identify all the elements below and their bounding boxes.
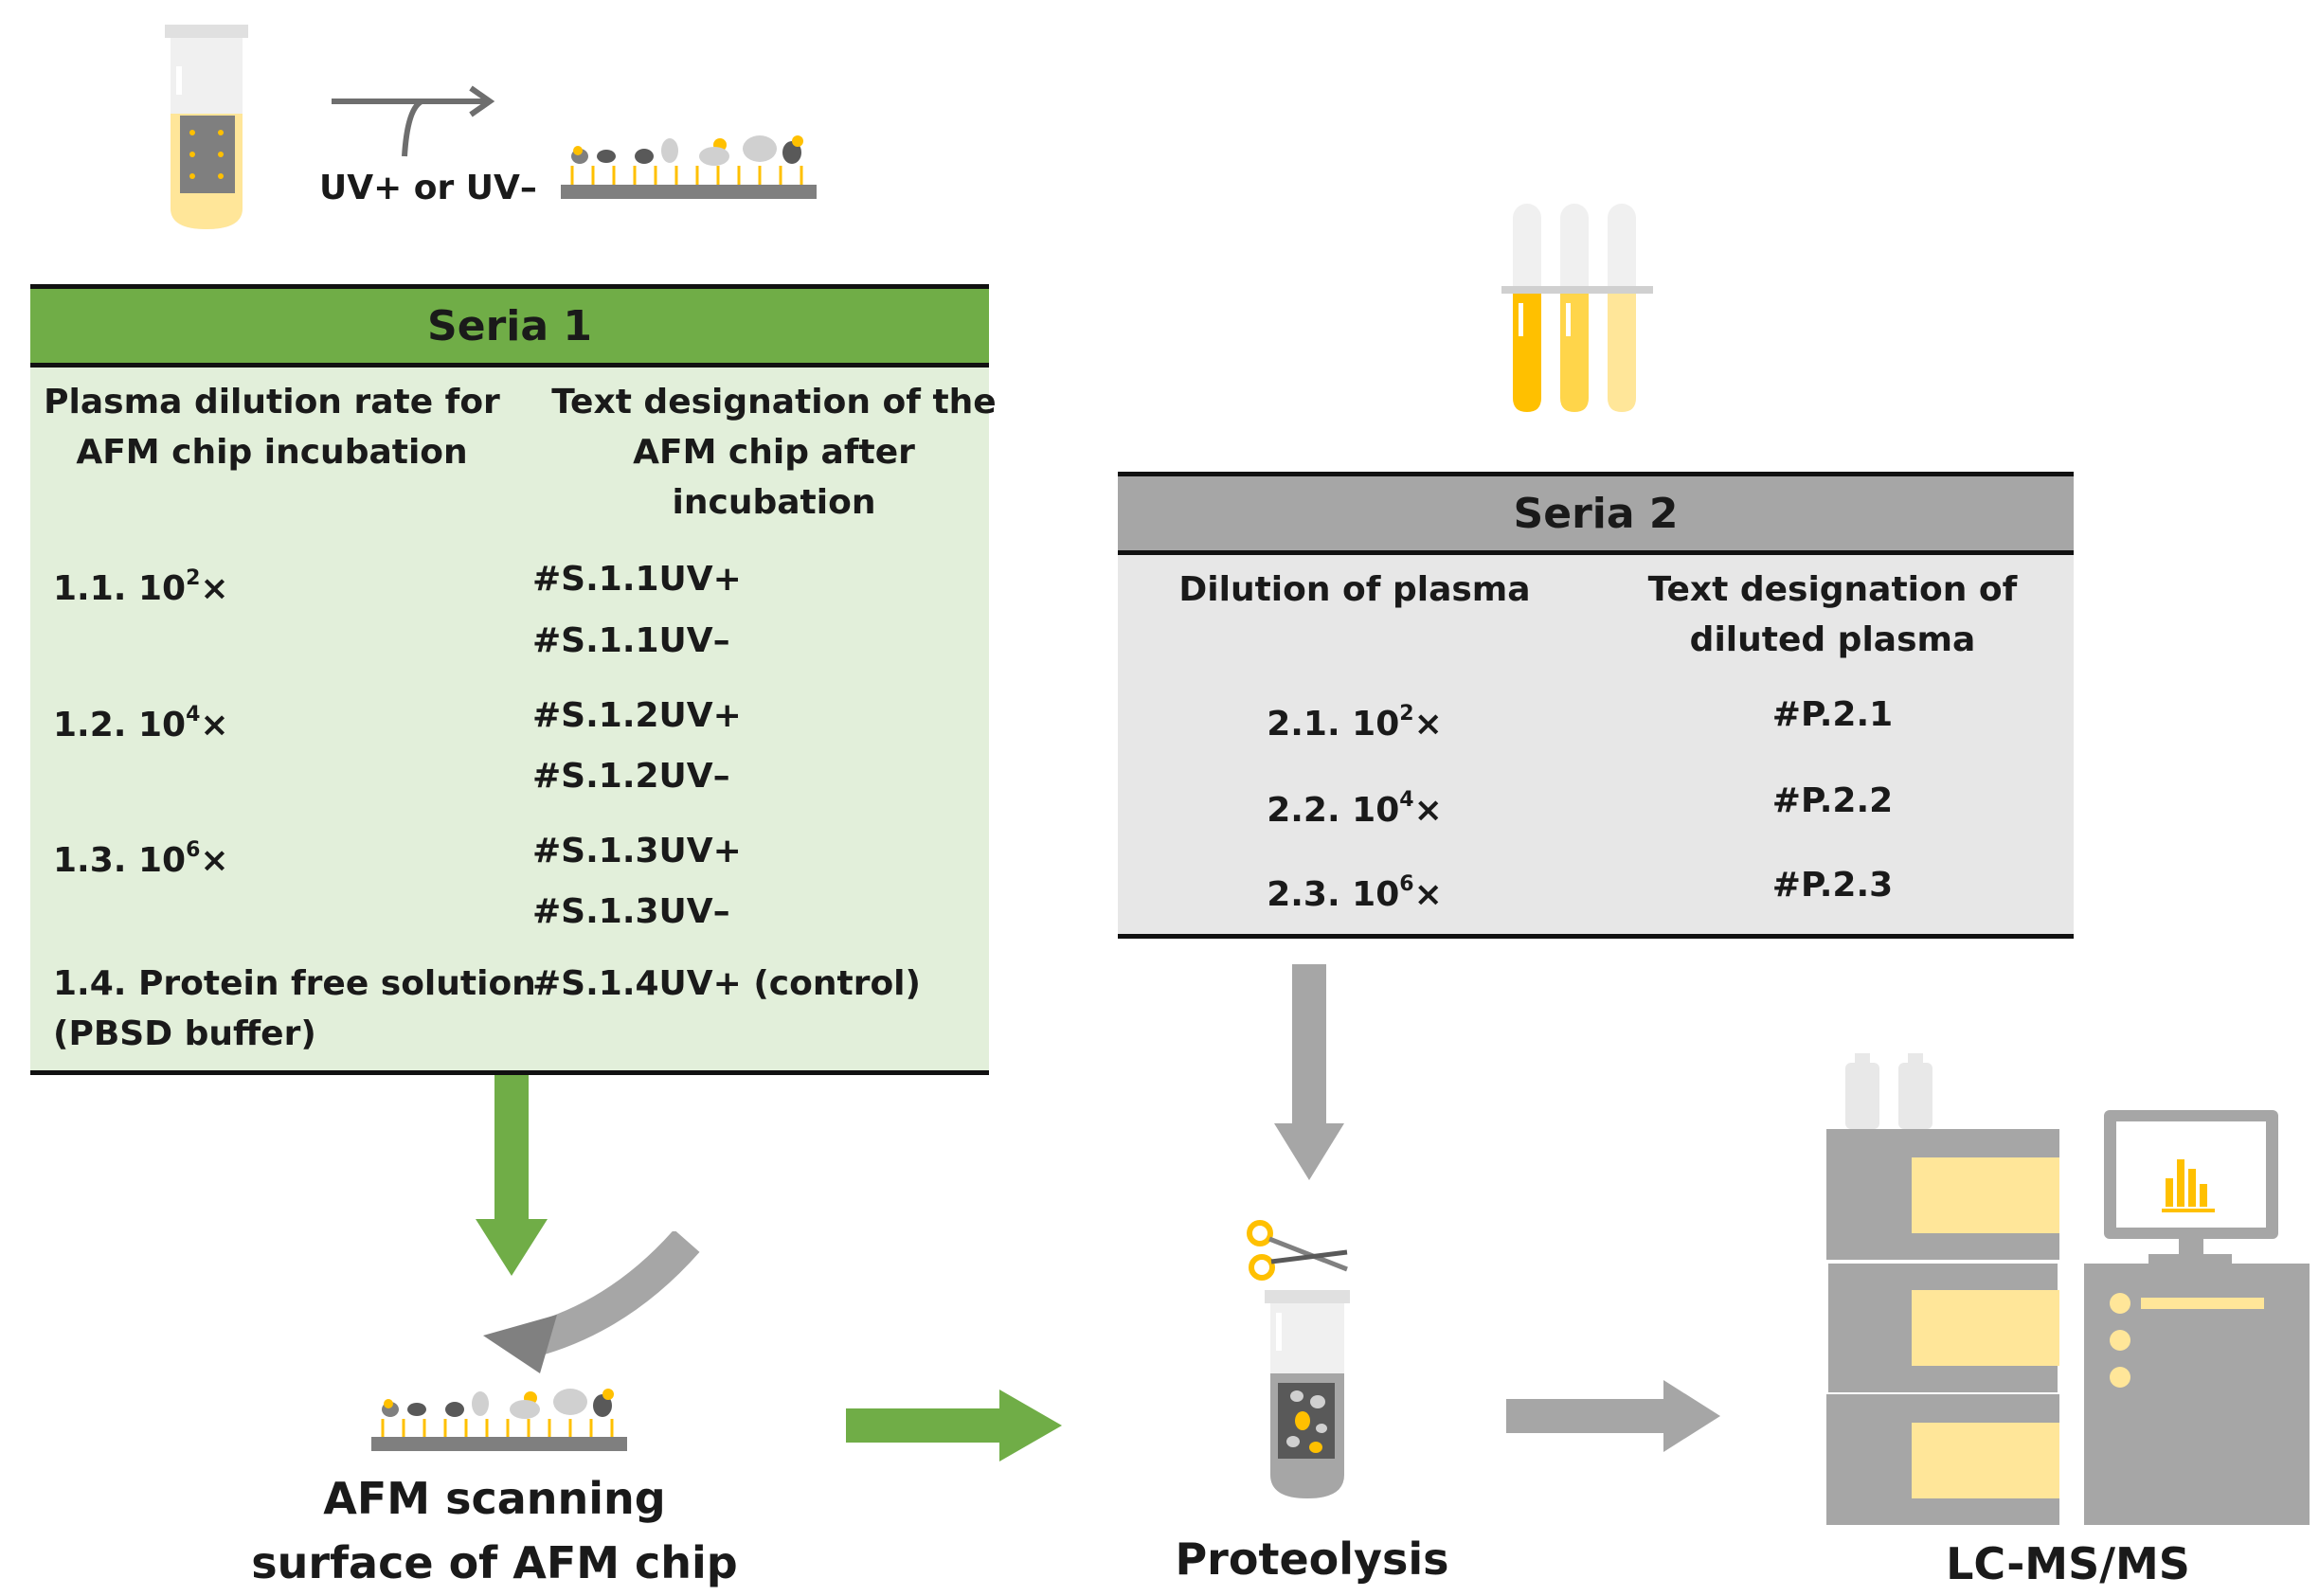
chip-tube-icon [165,25,248,229]
seria2-row-dilution: 2.2. 104× [1118,785,1591,835]
scissors-icon [1247,1220,1348,1281]
dilution-suffix: × [200,569,229,608]
proteolysis-caption: Proteolysis [1175,1533,1449,1585]
header-line: incubation [672,483,876,522]
gray-down-arrow-icon [1274,964,1344,1180]
gray-curved-arrow-icon [483,1231,700,1373]
seria1-row-dilution: 1.1. 102× [53,564,229,614]
seria2-header: Seria 2 [1118,472,2074,555]
dilution-exponent: 6 [1399,872,1414,896]
seria1-table: Seria 1 Plasma dilution rate for AFM chi… [30,284,997,1075]
control-label-line: 1.4. Protein free solution [53,964,536,1003]
afm-caption-line: surface of AFM chip [251,1537,738,1588]
dilution-exponent: 4 [1399,788,1414,812]
header-line: AFM chip after [633,433,915,472]
dilution-suffix: × [1413,875,1443,914]
seria1-row-designation: #S.1.3UV– [532,892,730,931]
proteolysis-tube-icon [1265,1290,1350,1498]
dilution-exponent: 4 [186,703,201,726]
header-line: Plasma dilution rate for [44,383,500,421]
dilution-suffix: × [1413,791,1443,830]
seria1-col2-header: Text designation of the AFM chip after i… [513,377,1034,528]
green-right-arrow-icon [846,1390,1062,1462]
seria1-row-designation: #S.1.1UV– [532,621,730,660]
seria1-body: Plasma dilution rate for AFM chip incuba… [30,368,997,1075]
seria2-title: Seria 2 [1513,489,1679,538]
curved-arrow-icon [332,85,495,157]
seria1-row-dilution: 1.2. 104× [53,700,229,750]
green-down-arrow-icon [476,1075,548,1276]
dilution-prefix: 2.2. 10 [1267,791,1400,830]
dilution-suffix: × [1413,705,1443,744]
afm-chip-surface-icon [561,135,817,199]
seria1-control-designation: #S.1.4UV+ (control) [532,964,921,1003]
afm-caption: AFM scanning surface of AFM chip [248,1466,741,1595]
seria1-col1-header: Plasma dilution rate for AFM chip incuba… [30,377,513,477]
seria2-row-dilution: 2.1. 102× [1118,699,1591,749]
header-line: Text designation of [1647,570,2018,609]
control-label-line: (PBSD buffer) [53,1014,316,1053]
afm-caption-line: AFM scanning [323,1473,666,1524]
dilution-exponent: 2 [1399,702,1414,726]
seria1-row-dilution: 1.3. 106× [53,835,229,886]
dilution-exponent: 6 [186,838,201,862]
header-line: AFM chip incubation [76,433,468,472]
dilution-prefix: 1.3. 10 [53,841,187,880]
seria2-row-dilution: 2.3. 106× [1118,870,1591,920]
seria1-row-designation: #S.1.2UV+ [532,696,742,735]
lcms-caption: LC-MS/MS [1946,1538,2190,1589]
seria1-row-designation: #S.1.2UV– [532,757,730,796]
uv-label: UV+ or UV– [319,169,537,207]
seria1-control-label: 1.4. Protein free solution (PBSD buffer) [53,959,536,1059]
seria1-title: Seria 1 [427,301,592,350]
dilution-prefix: 2.3. 10 [1267,875,1400,914]
test-tube-rack-icon [1501,204,1653,412]
dilution-suffix: × [200,841,229,880]
seria2-col1-header: Dilution of plasma [1178,570,1531,609]
lcms-instrument-icon [1826,1053,2310,1525]
seria1-row-designation: #S.1.3UV+ [532,832,742,870]
afm-chip-surface-icon [371,1389,627,1451]
seria2-col2-header: Text designation of diluted plasma [1591,565,2074,665]
seria2-row-designation: #P.2.1 [1771,695,1894,734]
seria2-table: Seria 2 Dilution of plasma Text designat… [1118,472,2074,939]
seria2-row-designation: #P.2.2 [1771,781,1894,820]
seria1-row-designation: #S.1.1UV+ [532,560,742,599]
seria2-row-designation: #P.2.3 [1771,866,1894,905]
header-line: Text designation of the [551,383,997,421]
gray-right-arrow-icon [1506,1380,1720,1452]
dilution-prefix: 2.1. 10 [1267,705,1400,744]
dilution-prefix: 1.2. 10 [53,706,187,744]
dilution-exponent: 2 [186,566,201,590]
dilution-suffix: × [200,706,229,744]
header-line: diluted plasma [1689,620,1976,659]
seria2-body: Dilution of plasma Text designation of d… [1118,555,2074,939]
dilution-prefix: 1.1. 10 [53,569,187,608]
seria1-header: Seria 1 [30,284,989,368]
